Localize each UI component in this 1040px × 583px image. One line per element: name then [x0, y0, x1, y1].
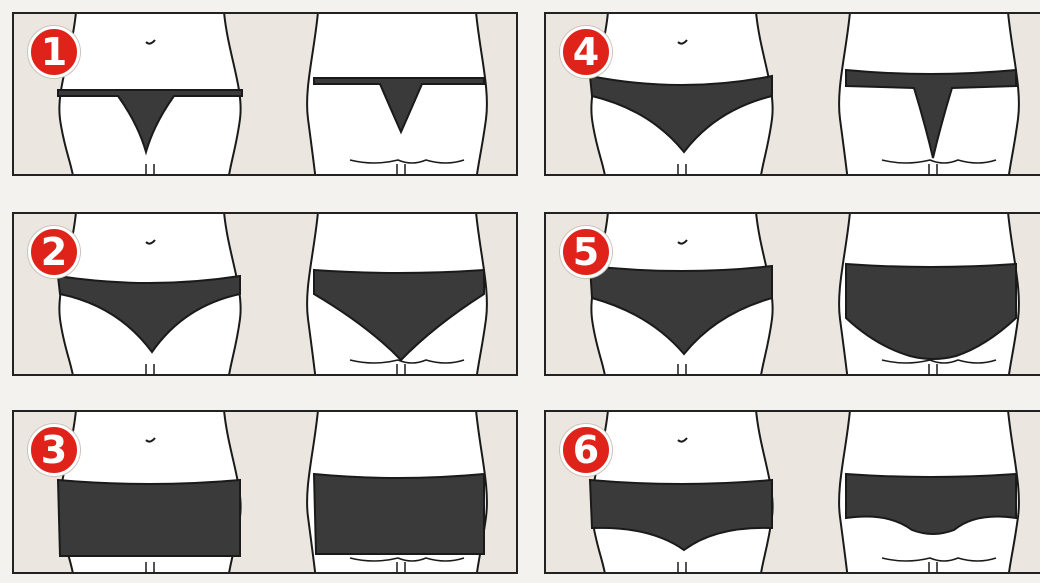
panel-2: 2	[12, 212, 518, 376]
panel-4: 4	[544, 12, 1040, 176]
number-badge: 3	[28, 424, 80, 476]
figure-illustration	[546, 14, 1040, 176]
panel-1: 1	[12, 12, 518, 176]
number-badge: 5	[560, 226, 612, 278]
number-badge: 4	[560, 26, 612, 78]
garment-front	[58, 480, 240, 556]
figure-illustration	[14, 14, 518, 176]
panel-6: 6	[544, 410, 1040, 574]
figure-illustration	[546, 214, 1040, 376]
number-badge: 2	[28, 226, 80, 278]
garment-back	[314, 474, 484, 554]
panel-3: 3	[12, 410, 518, 574]
figure-illustration	[14, 214, 518, 376]
figure-illustration	[546, 412, 1040, 574]
panel-5: 5	[544, 212, 1040, 376]
number-badge: 1	[28, 26, 80, 78]
number-badge: 6	[560, 424, 612, 476]
figure-illustration	[14, 412, 518, 574]
